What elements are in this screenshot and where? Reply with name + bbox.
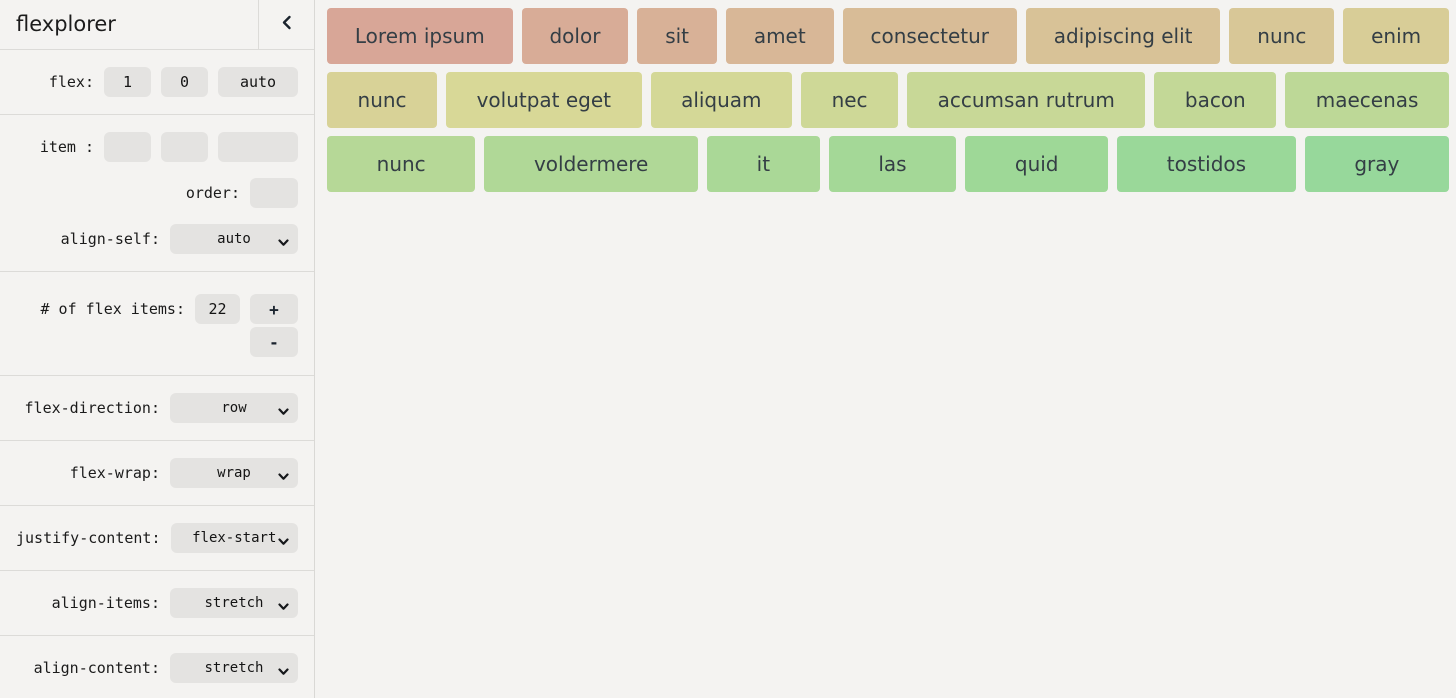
flex-direction-select[interactable]: row [170,393,298,423]
chevron-left-icon [281,15,292,34]
align-content-section: align-content: stretch [0,636,314,698]
count-section: # of flex items: + - [0,272,314,375]
count-stepper: + - [250,294,298,357]
flex-wrap-section: flex-wrap: wrap [0,441,314,505]
align-self-label: align-self: [60,230,160,248]
flex-direction-label: flex-direction: [24,399,160,417]
sidebar-collapse-button[interactable] [258,0,314,49]
align-items-label: align-items: [51,594,160,612]
flex-item[interactable]: sit [637,8,717,64]
chevron-down-icon [278,664,289,680]
flex-item[interactable]: nec [801,72,899,128]
flex-item[interactable]: amet [725,8,834,64]
justify-content-value: flex-start [192,530,277,546]
flex-wrap-label: flex-wrap: [69,464,160,482]
item-label: item : [39,138,94,156]
flex-item[interactable]: bacon [1154,72,1277,128]
flex-item[interactable]: maecenas [1285,72,1449,128]
flex-item[interactable]: it [707,136,820,192]
flex-section: flex: [0,50,314,114]
flex-direction-section: flex-direction: row [0,376,314,440]
align-content-value: stretch [204,660,264,676]
chevron-down-icon [278,534,289,550]
flex-item[interactable]: volutpat eget [446,72,642,128]
sidebar: flexplorer flex: item : order: align-sel… [0,0,315,698]
flex-wrap-value: wrap [217,465,251,481]
flex-item[interactable]: tostidos [1117,136,1296,192]
separator [0,505,314,506]
item-row-controls: item : [16,132,298,162]
order-row-controls: order: [16,178,298,208]
flex-row-controls: flex: [16,67,298,97]
chevron-down-icon [278,235,289,251]
flex-item[interactable]: dolor [521,8,629,64]
align-self-row-controls: align-self: auto [16,224,298,254]
separator [0,271,314,272]
flex-wrap-row-controls: flex-wrap: wrap [16,458,298,488]
count-row-controls: # of flex items: + - [16,294,298,357]
align-items-select[interactable]: stretch [170,588,298,618]
chevron-down-icon [278,404,289,420]
flex-item[interactable]: adipiscing elit [1025,8,1221,64]
justify-content-select[interactable]: flex-start [170,523,298,553]
align-items-value: stretch [204,595,264,611]
flex-item[interactable]: aliquam [650,72,793,128]
align-items-row-controls: align-items: stretch [16,588,298,618]
flex-item[interactable]: accumsan rutrum [907,72,1146,128]
separator [0,375,314,376]
flex-grow-input[interactable] [104,67,151,97]
flex-item[interactable]: enim [1343,8,1450,64]
flex-item[interactable]: las [828,136,957,192]
flex-item[interactable]: voldermere [484,136,698,192]
item-grow-input[interactable] [104,132,151,162]
flex-direction-row-controls: flex-direction: row [16,393,298,423]
justify-content-section: justify-content: flex-start [0,506,314,570]
flex-item[interactable]: nunc [327,72,438,128]
increment-button[interactable]: + [250,294,298,324]
align-content-select[interactable]: stretch [170,653,298,683]
order-label: order: [185,184,240,202]
flex-direction-value: row [221,400,247,416]
flex-item[interactable]: gray [1304,136,1450,192]
order-input[interactable] [250,178,298,208]
separator [0,570,314,571]
separator [0,635,314,636]
align-items-section: align-items: stretch [0,571,314,635]
align-content-label: align-content: [33,659,160,677]
separator [0,114,314,115]
align-self-value: auto [217,231,251,247]
flex-item[interactable]: nunc [327,136,476,192]
flex-basis-input[interactable] [218,67,298,97]
chevron-down-icon [278,469,289,485]
flex-shrink-input[interactable] [161,67,208,97]
count-label: # of flex items: [40,300,186,318]
flex-item[interactable]: Lorem ipsum [327,8,513,64]
flex-item[interactable]: nunc [1229,8,1335,64]
page-title: flexplorer [16,12,116,36]
item-basis-input[interactable] [218,132,298,162]
flex-label: flex: [48,73,94,91]
separator [0,440,314,441]
decrement-button[interactable]: - [250,327,298,357]
item-section: item : order: align-self: auto [0,115,314,271]
flex-wrap-select[interactable]: wrap [170,458,298,488]
align-self-select[interactable]: auto [170,224,298,254]
sidebar-header: flexplorer [0,0,314,50]
justify-content-row-controls: justify-content: flex-start [16,523,298,553]
align-content-row-controls: align-content: stretch [16,653,298,683]
chevron-down-icon [278,599,289,615]
flex-item[interactable]: quid [965,136,1109,192]
flex-items-count-input[interactable] [195,294,240,324]
justify-content-label: justify-content: [16,529,161,547]
item-shrink-input[interactable] [161,132,208,162]
flex-item[interactable]: consectetur [842,8,1017,64]
